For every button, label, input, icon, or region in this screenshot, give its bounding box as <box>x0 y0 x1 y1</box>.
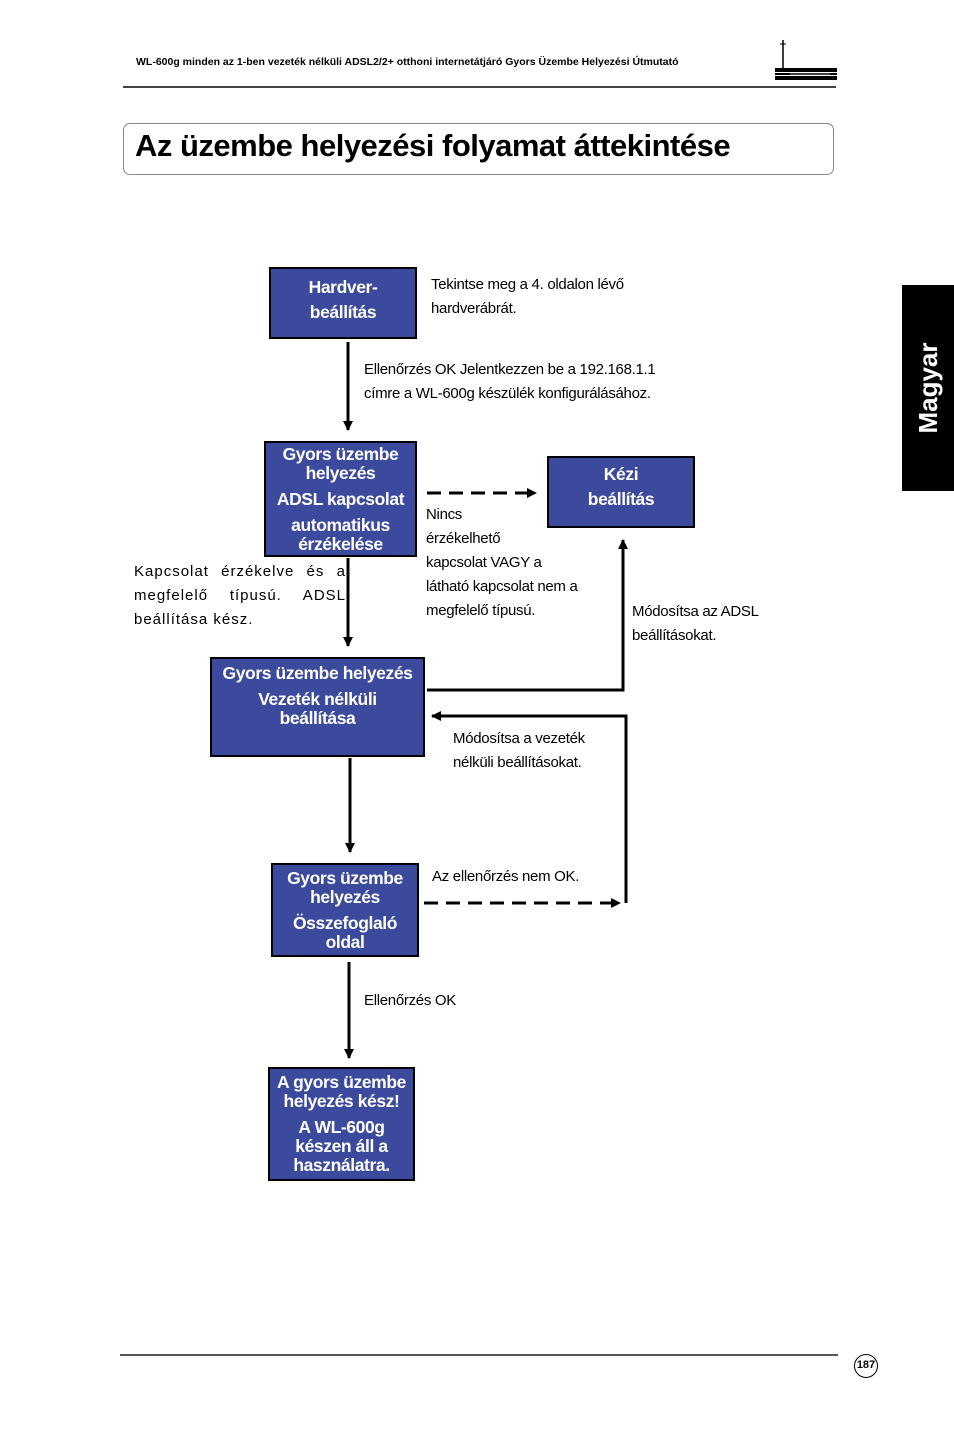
language-tab: Magyar <box>902 285 954 491</box>
box-manual-setup: Kézi beállítás <box>547 456 695 528</box>
note-no-connection: Nincs érzékelhető kapcsolat VAGY a látha… <box>426 506 578 619</box>
note-modify-adsl: Módosítsa az ADSL beállításokat. <box>632 603 759 644</box>
note-hardware-reference: Tekintse meg a 4. oldalon lévő hardveráb… <box>431 276 624 317</box>
box-quick-summary: Gyors üzembe helyezés Összefoglaló oldal <box>271 863 419 957</box>
page-title: Az üzembe helyezési folyamat áttekintése <box>135 128 731 163</box>
running-header: WL-600g minden az 1-ben vezeték nélküli … <box>136 56 679 68</box>
note-check-ok: Ellenőrzés OK <box>364 992 456 1009</box>
page-number: 187 <box>854 1354 878 1378</box>
box-hardware-setup: Hardver- beállítás <box>269 267 417 339</box>
note-connection-detected: Kapcsolat érzékelve és a megfelelő típus… <box>134 563 346 628</box>
note-check-ok-login: Ellenőrzés OK Jelentkezzen be a 192.168.… <box>364 361 656 402</box>
box-setup-complete: A gyors üzembe helyezés kész! A WL-600g … <box>268 1067 415 1181</box>
title-frame <box>123 123 834 175</box>
arrow-loop-to-wireless <box>431 711 628 903</box>
router-icon <box>775 40 837 80</box>
note-check-not-ok: Az ellenőrzés nem OK. <box>432 868 580 885</box>
box-quick-adsl-detect: Gyors üzembe helyezés ADSL kapcsolat aut… <box>264 441 417 557</box>
box-quick-wireless: Gyors üzembe helyezés Vezeték nélküli be… <box>210 657 425 757</box>
header-rule <box>123 86 836 88</box>
note-modify-wireless: Módosítsa a vezeték nélküli beállításoka… <box>453 730 585 771</box>
footer-rule <box>120 1354 838 1356</box>
arrow-wireless-to-manual <box>427 539 628 692</box>
